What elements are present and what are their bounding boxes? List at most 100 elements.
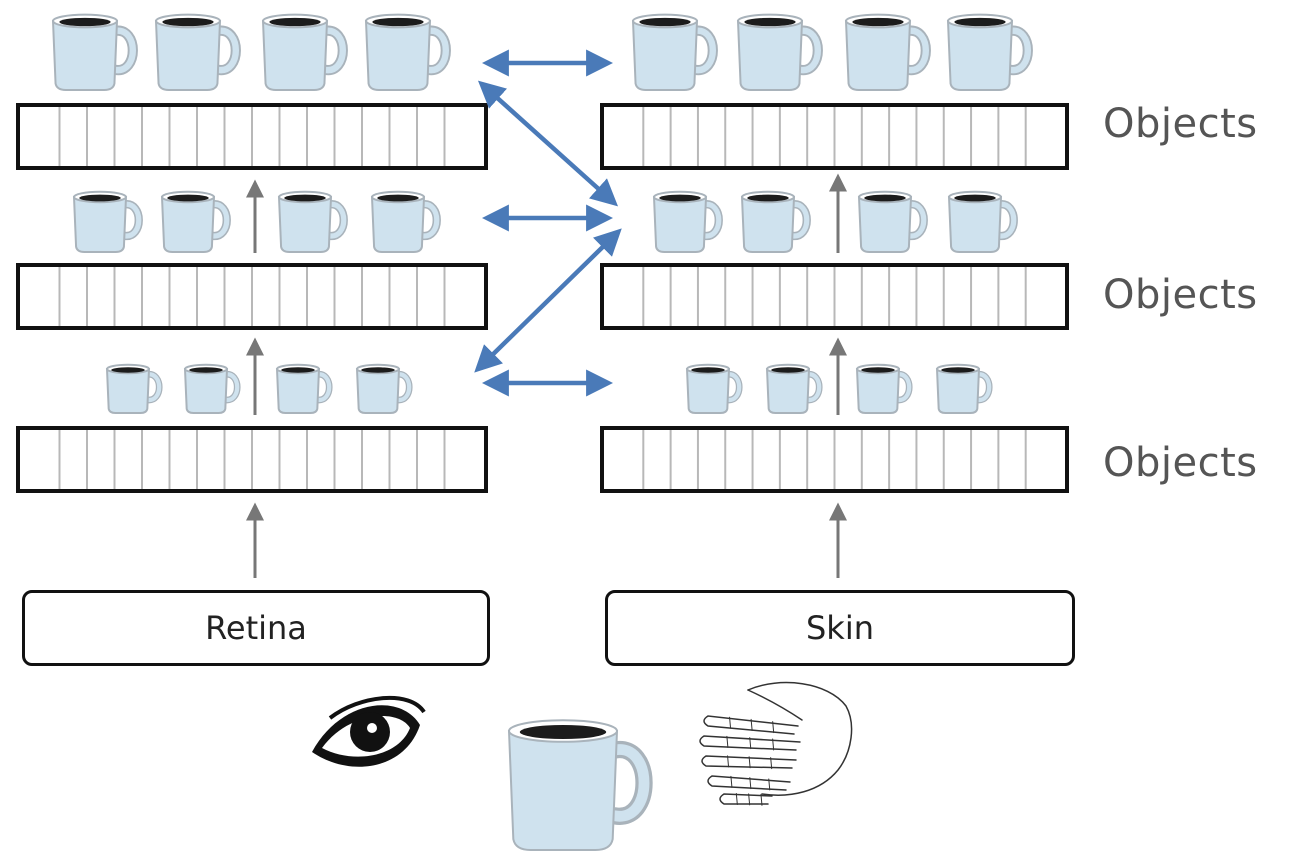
mug-handle-fill bbox=[394, 372, 412, 402]
mug-coffee bbox=[111, 367, 145, 373]
mug-coffee bbox=[747, 194, 789, 202]
mug-body bbox=[105, 368, 151, 414]
layer-touch-middle bbox=[600, 263, 1069, 330]
coffee-mug-icon bbox=[72, 190, 143, 253]
mug-handle-fill bbox=[314, 372, 332, 402]
mug-handle-fill bbox=[144, 372, 162, 402]
eye-highlight bbox=[367, 723, 377, 733]
mug-handle-fill bbox=[904, 27, 930, 74]
coffee-mug-icon bbox=[160, 190, 231, 253]
mug-coffee bbox=[861, 367, 895, 373]
mug-body bbox=[261, 20, 329, 91]
mug-coffee bbox=[361, 367, 395, 373]
mug-body bbox=[631, 20, 699, 91]
layer-frame bbox=[16, 426, 488, 493]
mug-handle-fill bbox=[996, 201, 1017, 239]
mug-coffee bbox=[162, 17, 214, 27]
mug-coffee bbox=[639, 17, 691, 27]
hand-sensor-tick bbox=[770, 757, 773, 770]
mug-body bbox=[370, 196, 426, 253]
coffee-mug-icon bbox=[51, 13, 138, 91]
mug-body bbox=[740, 196, 796, 253]
mug-coffee bbox=[852, 17, 904, 27]
coffee-mug-icon bbox=[370, 190, 441, 253]
mug-handle-fill bbox=[906, 201, 927, 239]
mug-coffee bbox=[59, 17, 111, 27]
hand-sensor-tick bbox=[772, 721, 775, 734]
coffee-mug-icon bbox=[935, 363, 993, 414]
mug-handle-fill bbox=[214, 27, 240, 74]
coffee-mug-icon bbox=[261, 13, 348, 91]
mug-coffee bbox=[771, 367, 805, 373]
hand-icon bbox=[699, 681, 853, 806]
mug-handle-fill bbox=[974, 372, 992, 402]
layer-vision-middle bbox=[16, 263, 488, 330]
mug-coffee bbox=[167, 194, 209, 202]
mug-body bbox=[277, 196, 333, 253]
cross-arrow-top-to-middle bbox=[477, 80, 619, 207]
icons-group bbox=[312, 681, 853, 851]
mug-body bbox=[51, 20, 119, 91]
mug-handle-fill bbox=[804, 372, 822, 402]
mug-coffee bbox=[269, 17, 321, 27]
coffee-mug-icon bbox=[740, 190, 811, 253]
coffee-mug-icon bbox=[507, 719, 653, 851]
retina-box: Retina bbox=[22, 590, 490, 666]
mug-handle-fill bbox=[326, 201, 347, 239]
mug-coffee bbox=[954, 194, 996, 202]
mug-coffee bbox=[281, 367, 315, 373]
mug-handle-fill bbox=[321, 27, 347, 74]
arrows-group bbox=[246, 49, 847, 578]
mug-body bbox=[947, 196, 1003, 253]
hand-sensor-tick bbox=[735, 792, 738, 805]
coffee-mug-icon bbox=[652, 190, 723, 253]
coffee-mug-icon bbox=[364, 13, 451, 91]
mug-handle-fill bbox=[691, 27, 717, 74]
mug-coffee bbox=[864, 194, 906, 202]
mug-coffee bbox=[941, 367, 975, 373]
hand-palm-outline bbox=[747, 681, 853, 796]
layer-frame bbox=[600, 426, 1069, 493]
layer-vision-bottom bbox=[16, 426, 488, 493]
coffee-mug-icon bbox=[844, 13, 931, 91]
mug-body bbox=[72, 196, 128, 253]
hand-thumb bbox=[747, 689, 803, 721]
mug-coffee bbox=[284, 194, 326, 202]
hand-finger bbox=[699, 735, 801, 751]
mug-handle-fill bbox=[111, 27, 137, 74]
mug-body bbox=[855, 368, 901, 414]
mug-coffee bbox=[189, 367, 223, 373]
hand-sensor-tick bbox=[772, 738, 775, 751]
mug-body bbox=[364, 20, 432, 91]
level-label-middle: Objects bbox=[1103, 272, 1258, 318]
mug-body bbox=[946, 20, 1014, 91]
coffee-mug-icon bbox=[631, 13, 718, 91]
eye-icon bbox=[312, 695, 426, 767]
coffee-mug-icon bbox=[105, 363, 163, 414]
mug-coffee bbox=[744, 17, 796, 27]
mug-handle-fill bbox=[222, 372, 240, 402]
mug-coffee bbox=[372, 17, 424, 27]
coffee-mug-icon bbox=[857, 190, 928, 253]
hand-sensor-tick bbox=[726, 735, 729, 748]
hand-finger bbox=[719, 793, 773, 805]
hand-sensor-tick bbox=[727, 755, 730, 768]
skin-box: Skin bbox=[605, 590, 1075, 666]
mug-coffee bbox=[659, 194, 701, 202]
mug-handle-fill bbox=[424, 27, 450, 74]
hand-sensor-tick bbox=[768, 778, 771, 791]
mug-body bbox=[857, 196, 913, 253]
hand-sensor-tick bbox=[749, 777, 752, 790]
layer-vision-top bbox=[16, 103, 488, 170]
mug-handle-fill bbox=[701, 201, 722, 239]
coffee-mug-icon bbox=[947, 190, 1018, 253]
mug-body bbox=[652, 196, 708, 253]
mug-body bbox=[765, 368, 811, 414]
coffee-mug-icon bbox=[277, 190, 348, 253]
mug-body bbox=[154, 20, 222, 91]
coffee-mug-icon bbox=[855, 363, 913, 414]
hand-finger bbox=[701, 755, 797, 769]
hand-sensor-tick bbox=[750, 718, 753, 731]
mug-coffee bbox=[377, 194, 419, 202]
